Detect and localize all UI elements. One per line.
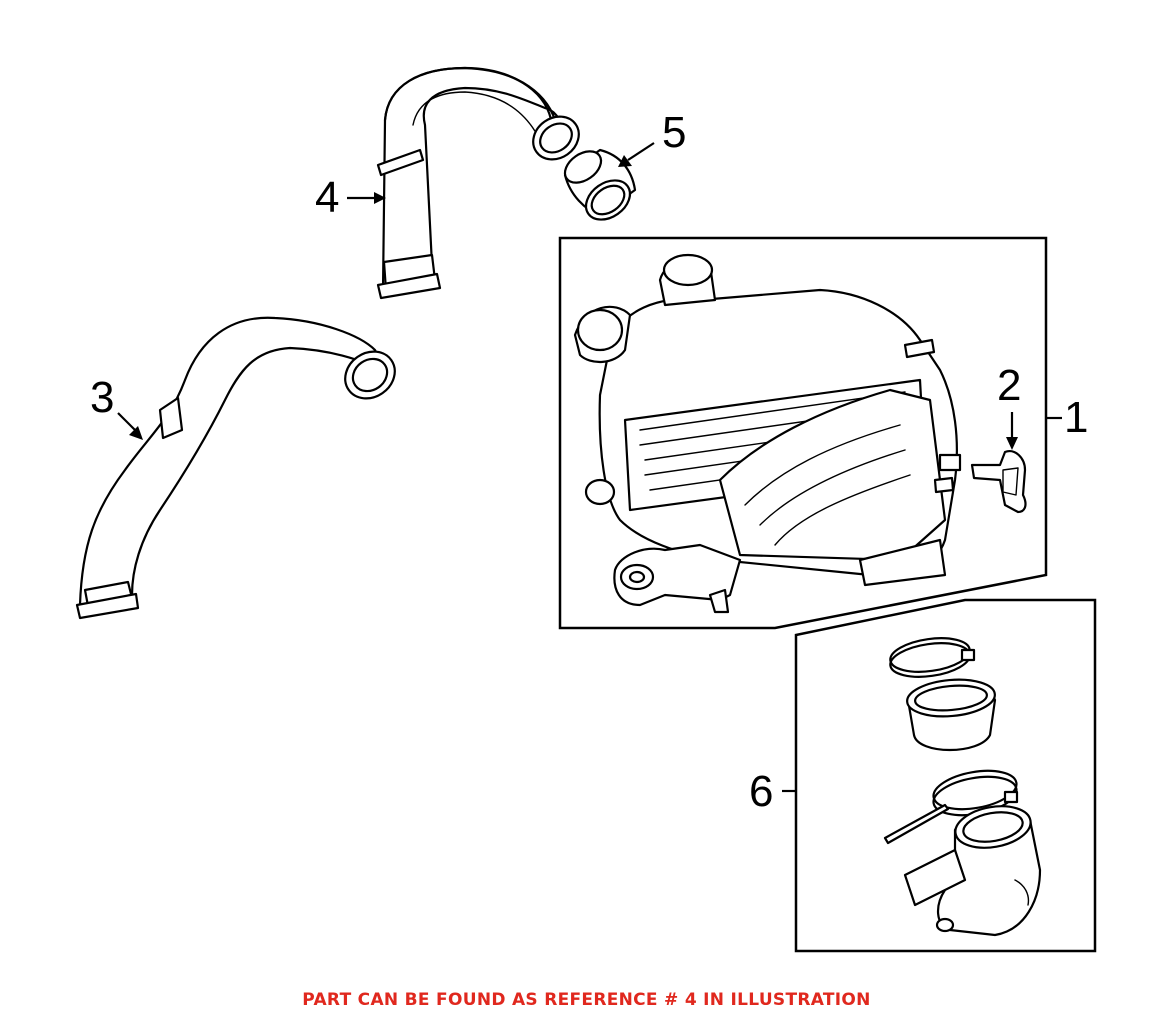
reference-note: PART CAN BE FOUND AS REFERENCE # 4 IN IL… xyxy=(302,990,871,1010)
callout-4: 4 xyxy=(315,173,339,222)
callout-5: 5 xyxy=(662,108,686,157)
part-2-bracket[interactable] xyxy=(970,450,1027,514)
part-6-frame xyxy=(794,598,1097,953)
part-1-frame xyxy=(558,236,1048,630)
callout-6: 6 xyxy=(749,767,773,816)
part-3-lower-hose[interactable] xyxy=(75,316,404,620)
part-4-upper-hose[interactable] xyxy=(376,66,587,300)
part-5-coupler-sleeve[interactable] xyxy=(559,145,637,228)
part-6-hose-kit[interactable] xyxy=(883,634,1042,937)
callout-leaders xyxy=(117,142,1062,793)
callout-3: 3 xyxy=(90,373,114,422)
callout-2: 2 xyxy=(997,361,1021,410)
callout-1: 1 xyxy=(1064,393,1088,442)
part-1-intercooler[interactable] xyxy=(573,253,962,614)
